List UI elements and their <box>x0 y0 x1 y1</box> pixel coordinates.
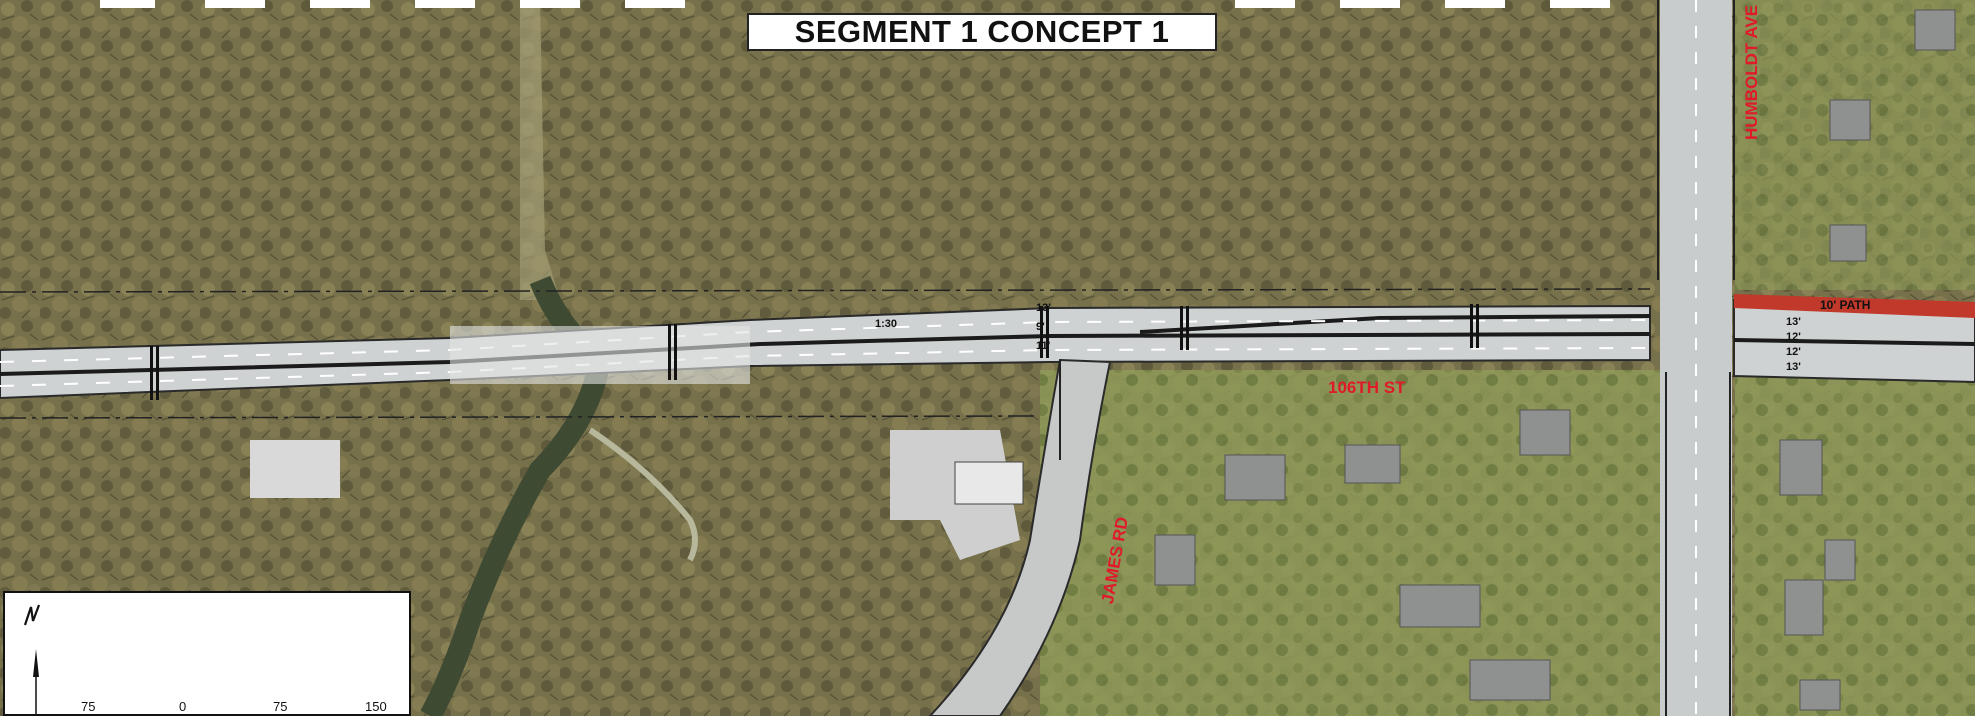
trail-corridor <box>520 0 560 300</box>
dim-12-south: 12' <box>1786 346 1801 358</box>
houses <box>1154 9 1956 711</box>
bridge-deck <box>450 326 750 384</box>
road-humboldt-ave <box>1660 0 1732 716</box>
label-slope: 1:30 <box>875 318 898 330</box>
scale-tick-150: 150 <box>365 699 387 714</box>
building <box>954 461 1024 505</box>
ten-foot-path <box>1734 294 1975 318</box>
label-humboldt-ave: HUMBOLDT AVE <box>1742 4 1761 140</box>
north-arrow-icon <box>23 604 41 714</box>
scale-tick-0: 0 <box>179 699 187 714</box>
map-title: SEGMENT 1 CONCEPT 1 <box>747 13 1217 51</box>
road-median <box>0 332 1651 376</box>
sheet-edge <box>100 0 1610 8</box>
dim-13-east: 13' <box>1786 316 1801 328</box>
dim-13-south: 13' <box>1786 361 1801 373</box>
road-median-east <box>1733 338 1975 346</box>
parking-lot-west <box>250 440 340 498</box>
road-james-rd <box>928 358 1112 716</box>
label-106th-st: 106TH ST <box>1328 378 1406 397</box>
turn-lane-divider <box>1139 314 1651 334</box>
dim-12-north: 12' <box>1786 331 1801 343</box>
scale-tick-75-left: 75 <box>81 699 96 714</box>
north-arrow-and-scale <box>23 604 41 714</box>
lane-dashes-south <box>0 347 1651 387</box>
legend-box: 75 0 75 150 <box>3 591 411 716</box>
lane-dashes-north <box>0 319 1651 363</box>
dim-11: 11' <box>1036 340 1051 352</box>
right-of-way-north <box>0 288 1651 293</box>
label-ten-foot-path: 10' PATH <box>1820 298 1871 312</box>
trail-path <box>588 427 698 562</box>
lane-stripe-marks <box>150 304 1479 400</box>
dim-9: 9' <box>1036 321 1045 333</box>
dim-13-west: 13' <box>1036 302 1051 314</box>
scale-tick-75-right: 75 <box>273 699 288 714</box>
right-of-way-south <box>0 415 1041 419</box>
